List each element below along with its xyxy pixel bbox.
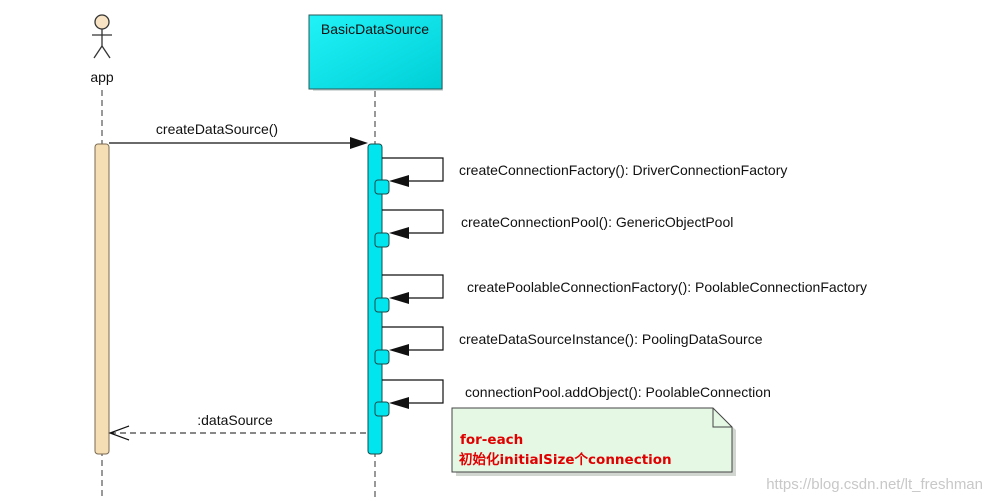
self-call-label: createConnectionPool(): GenericObjectPoo… — [461, 214, 733, 230]
arrowhead-icon — [350, 137, 368, 149]
self-call-label: createDataSourceInstance(): PoolingDataS… — [459, 331, 763, 347]
actor-label: app — [90, 69, 114, 85]
return-message: :dataSource — [108, 412, 368, 441]
watermark: https://blog.csdn.net/lt_freshman — [766, 476, 983, 493]
nested-activation — [374, 349, 390, 365]
message-create-datasource: createDataSource() — [109, 121, 368, 149]
arrowhead-icon — [389, 397, 409, 409]
arrowhead-icon — [389, 227, 409, 239]
self-call-4: createDataSourceInstance(): PoolingDataS… — [374, 326, 763, 365]
actor-app: app — [90, 14, 114, 85]
arrowhead-icon — [389, 175, 409, 187]
arrowhead-icon — [389, 292, 409, 304]
nested-activation — [374, 297, 390, 313]
note-line-2: 初始化initialSize个connection — [459, 451, 672, 468]
note-fold-icon — [712, 408, 732, 428]
return-label: :dataSource — [197, 412, 273, 428]
activation-app — [94, 143, 110, 455]
stick-figure-icon — [92, 14, 112, 59]
note: for-each 初始化initialSize个connection — [451, 407, 736, 476]
nested-activation — [374, 232, 390, 248]
self-call-label: connectionPool.addObject(): PoolableConn… — [465, 384, 771, 400]
nested-activation — [374, 179, 390, 195]
participant-box — [308, 14, 443, 90]
message-label: createDataSource() — [156, 121, 278, 137]
self-call-2: createConnectionPool(): GenericObjectPoo… — [374, 209, 733, 248]
self-call-label: createPoolableConnectionFactory(): Poola… — [467, 279, 867, 295]
self-call-5: connectionPool.addObject(): PoolableConn… — [374, 379, 771, 417]
participant-label: BasicDataSource — [321, 21, 429, 37]
open-arrowhead-icon — [108, 425, 130, 441]
self-call-label: createConnectionFactory(): DriverConnect… — [459, 162, 787, 178]
arrowhead-icon — [389, 344, 409, 356]
note-box — [451, 407, 733, 473]
nested-activation — [374, 401, 390, 417]
note-line-1: for-each — [460, 432, 523, 448]
self-call-1: createConnectionFactory(): DriverConnect… — [374, 157, 787, 195]
participant-basicdatasource: BasicDataSource — [308, 14, 443, 91]
self-call-3: createPoolableConnectionFactory(): Poola… — [374, 274, 867, 313]
